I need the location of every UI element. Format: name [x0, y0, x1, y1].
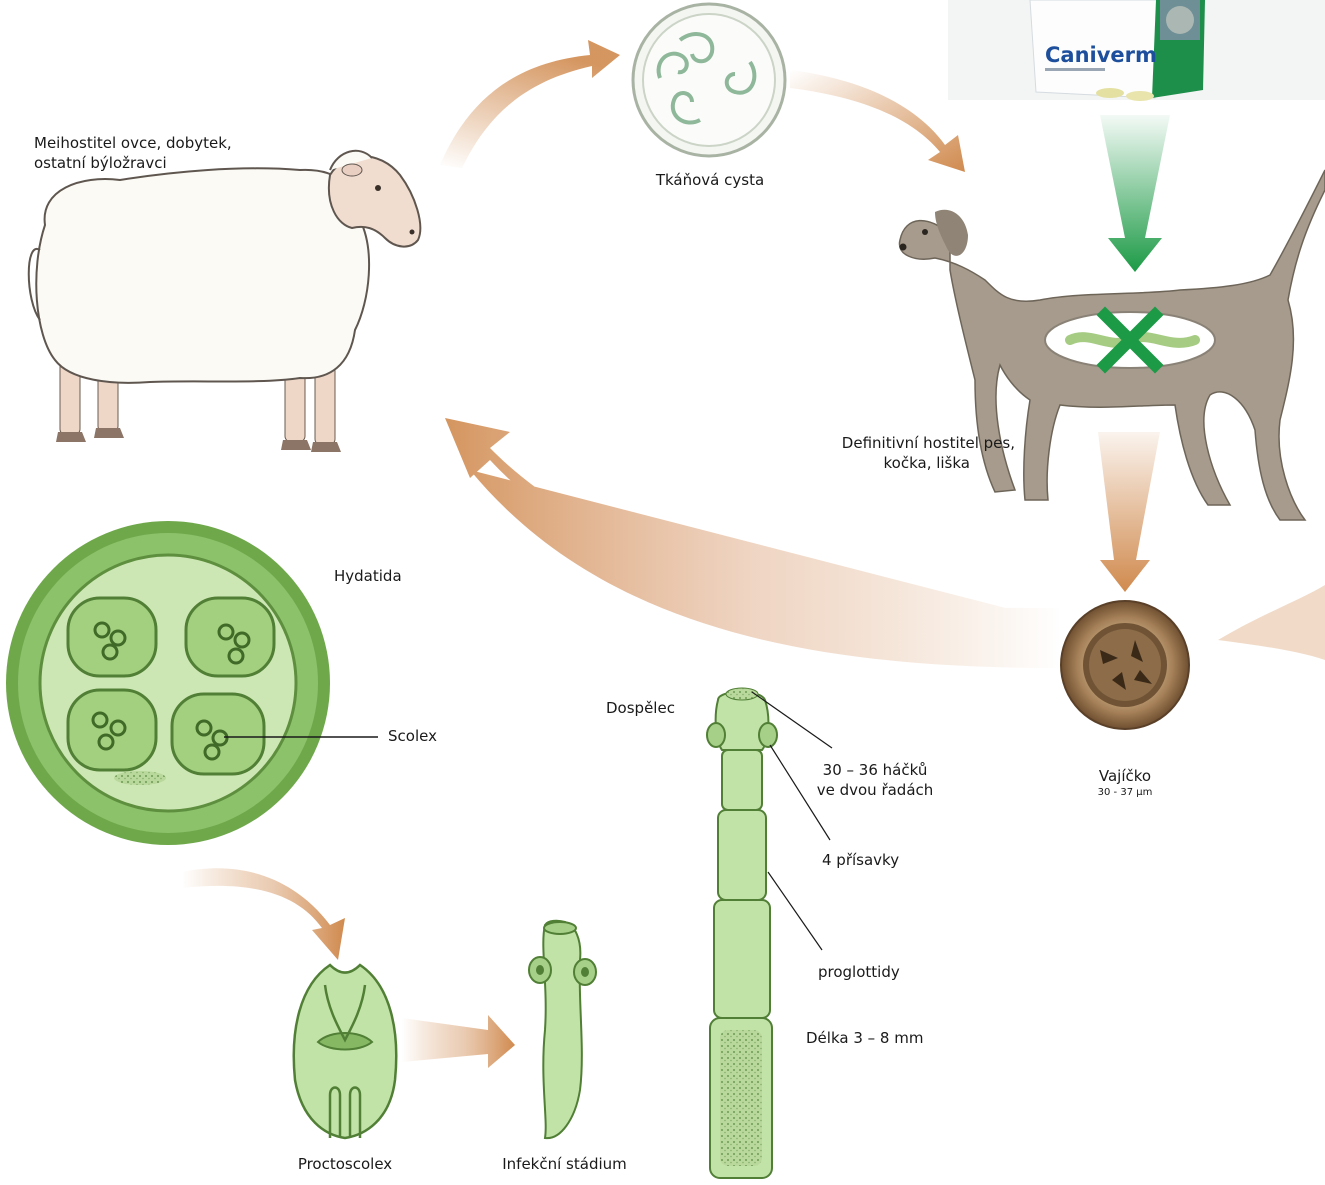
- hooks-line-2: ve dvou řadách: [800, 780, 950, 800]
- egg-label-text: Vajíčko: [1070, 766, 1180, 786]
- intermediate-host-label: Meihostitel ovce, dobytek, ostatní býlož…: [34, 133, 232, 173]
- tissue-cyst-illustration: [633, 4, 785, 156]
- hooks-line-1: 30 – 36 háčků: [800, 760, 950, 780]
- arrow-egg-right: [1218, 585, 1325, 660]
- arrow-protoscolex-to-infective: [402, 1015, 515, 1068]
- hydatid-illustration: [6, 521, 378, 845]
- definitive-host-line-2: kočka, liška: [815, 453, 1015, 473]
- adult-label: Dospělec: [606, 698, 675, 718]
- definitive-host-line-1: Definitivní hostitel pes,: [815, 433, 1015, 453]
- intermediate-host-line-1: Meihostitel ovce, dobytek,: [34, 133, 232, 153]
- arrow-sheep-to-cyst: [440, 40, 620, 168]
- arrow-hydatid-to-protoscolex: [182, 868, 345, 960]
- protoscolex-illustration: [294, 965, 396, 1138]
- intermediate-host-line-2: ostatní býložravci: [34, 153, 232, 173]
- suckers-label: 4 přísavky: [822, 850, 899, 870]
- hooks-label: 30 – 36 háčků ve dvou řadách: [800, 760, 950, 800]
- tissue-cyst-label: Tkáňová cysta: [630, 170, 790, 190]
- protoscolex-label: Proctoscolex: [270, 1154, 420, 1174]
- scolex-label: Scolex: [388, 726, 437, 746]
- treatment-arrow: [1100, 115, 1170, 272]
- proglottids-label: proglottidy: [818, 962, 900, 982]
- hydatid-label: Hydatida: [334, 566, 402, 586]
- infective-stage-label: Infekční stádium: [482, 1154, 647, 1174]
- infective-stage-illustration: [529, 921, 596, 1138]
- arrow-dog-to-egg: [1098, 432, 1160, 592]
- sheep-illustration: [29, 151, 421, 452]
- egg-label: Vajíčko 30 - 37 µm: [1070, 766, 1180, 800]
- egg-illustration: [1061, 601, 1189, 729]
- arrow-cyst-to-dog: [790, 70, 965, 172]
- egg-size-text: 30 - 37 µm: [1070, 786, 1180, 800]
- product-name: Caniverm: [1045, 43, 1157, 67]
- definitive-host-label: Definitivní hostitel pes, kočka, liška: [815, 433, 1015, 473]
- proglottids-leader-line: [768, 872, 822, 950]
- product-box: Caniverm: [948, 0, 1325, 101]
- length-label: Délka 3 – 8 mm: [806, 1028, 923, 1048]
